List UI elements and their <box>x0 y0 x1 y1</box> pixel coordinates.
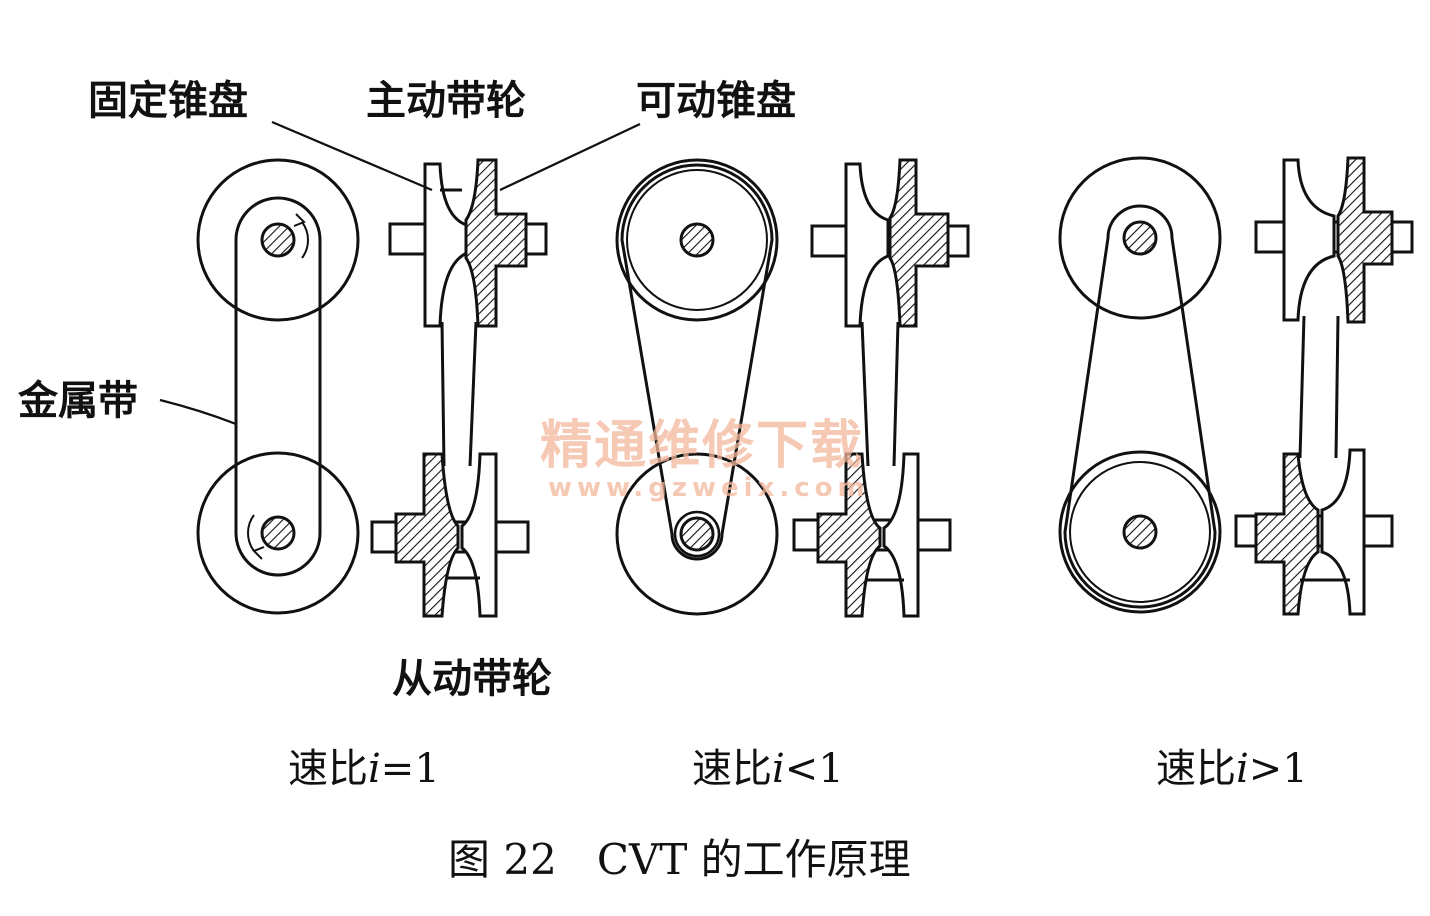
driven-shaft <box>1122 514 1158 550</box>
label-drive-pulley: 主动带轮 <box>366 78 526 124</box>
panel-ratio-greater <box>1058 156 1414 616</box>
label-fixed-cone: 固定锥盘 <box>88 78 248 124</box>
panel-ratio-less <box>615 158 970 618</box>
driven-pulley-circle <box>1058 450 1222 614</box>
drive-pulley-circle <box>196 158 360 322</box>
metal-belt <box>234 196 322 577</box>
driven-pulley-circle <box>615 452 779 616</box>
driven-shaft <box>679 516 715 552</box>
label-metal-belt: 金属带 <box>17 378 138 424</box>
driven-pulley-circle <box>196 451 360 615</box>
rotation-arrow-icon <box>301 221 309 259</box>
ratio-caption-3: 速比i>1 <box>1156 746 1308 792</box>
driven-shaft <box>260 515 296 551</box>
watermark-title: 精通维修下载 <box>540 416 864 476</box>
side-view-3 <box>1234 156 1414 616</box>
rotation-arrow-icon <box>247 514 255 552</box>
leader-movable-cone <box>499 123 641 191</box>
drive-shaft <box>679 222 715 258</box>
side-view-2 <box>792 158 970 618</box>
ratio-caption-1: 速比i=1 <box>288 746 440 792</box>
drive-pulley-circle <box>1058 156 1222 320</box>
watermark-url: www.gzweix.com <box>548 473 870 503</box>
figure-caption: 图 22 CVT 的工作原理 <box>448 835 911 884</box>
drive-pulley-circle <box>615 158 779 322</box>
metal-belt <box>1063 204 1217 609</box>
ratio-caption-2: 速比i<1 <box>692 746 844 792</box>
label-driven-pulley: 从动带轮 <box>392 656 552 702</box>
leader-fixed-cone <box>271 120 433 192</box>
leader-metal-belt <box>159 398 237 426</box>
watermark: 精通维修下载 www.gzweix.com <box>540 416 870 503</box>
side-view-1 <box>370 158 548 618</box>
drive-shaft <box>260 222 296 258</box>
drive-shaft <box>1122 220 1158 256</box>
label-movable-cone: 可动锥盘 <box>636 78 796 124</box>
metal-belt <box>620 163 774 561</box>
panel-ratio-equal <box>196 158 548 618</box>
